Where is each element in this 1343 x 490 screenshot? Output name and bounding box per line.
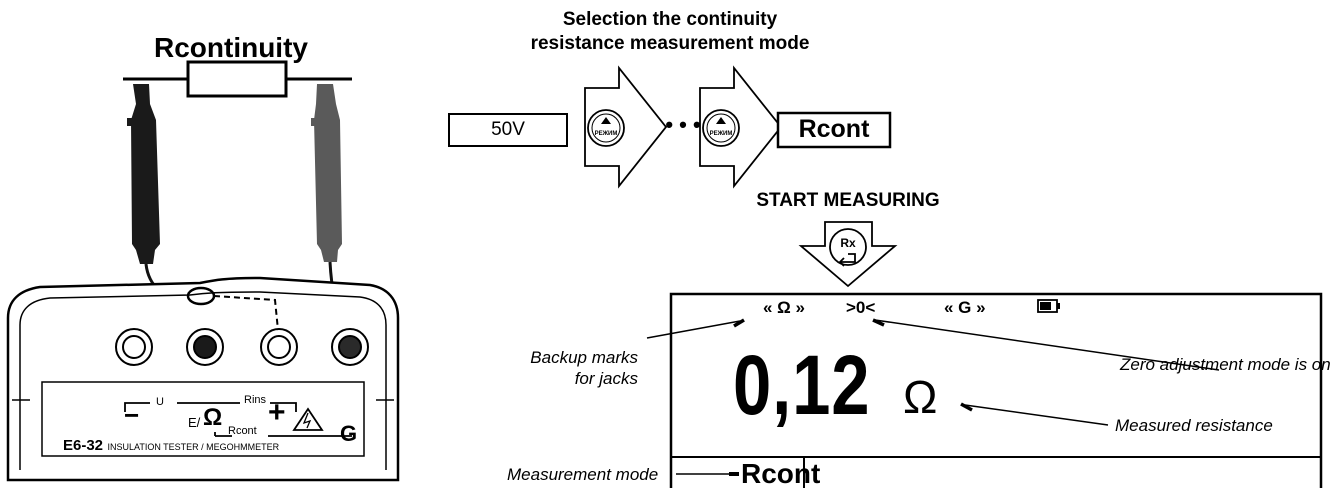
jack-minus: [115, 328, 153, 366]
mode-arrow-1: [584, 65, 668, 189]
device-model-desc: INSULATION TESTER / MEGOHMMETER: [107, 442, 280, 452]
terminal-omega-label: Ω: [203, 404, 223, 431]
callout-backup-marks: Backup marks for jacks: [528, 347, 638, 389]
callout-backup-marks-line1: Backup marks: [530, 348, 638, 367]
selection-title-line2: resistance measurement mode: [530, 33, 810, 54]
callout-leaders: [646, 318, 1220, 476]
mode-button-label-1: РЕЖИМ: [594, 131, 618, 137]
sequence-ellipsis: • • •: [665, 112, 701, 137]
callout-zero-adjustment: Zero adjustment mode is on: [1120, 355, 1331, 374]
terminal-e-label: E/: [188, 415, 201, 430]
resistor-symbol: [186, 60, 288, 98]
mode-button-label-2: РЕЖИМ: [709, 131, 733, 137]
megohmmeter-device: [6, 276, 400, 482]
lcd-reading-unit: Ω: [903, 371, 938, 423]
resistor-label: Rcontinuity: [154, 32, 308, 63]
terminal-plus-label: +: [268, 396, 286, 429]
callout-measurement-mode: Measurement mode: [507, 465, 659, 484]
terminal-rcont-label: Rcont: [228, 425, 257, 437]
device-model-plate: E6-32 INSULATION TESTER / MEGOHMMETER: [63, 437, 279, 455]
start-measuring-label: START MEASURING: [756, 190, 940, 211]
start-arrow: [798, 221, 898, 288]
terminal-g-label: G: [340, 421, 358, 446]
mode-initial-label: 50V: [491, 119, 525, 140]
mode-box-rcont: [776, 111, 892, 149]
jack-plus: [260, 328, 298, 366]
device-model: E6-32: [63, 437, 104, 454]
mode-box-50v: [448, 113, 568, 147]
battery-icon: [1037, 299, 1060, 313]
resistor-circuit: [123, 60, 352, 98]
lcd-mode-label: Rcont: [741, 458, 821, 489]
callout-measured-resistance: Measured resistance: [1115, 416, 1273, 435]
selection-title-line1: Selection the continuity: [562, 9, 778, 30]
jack-e-omega: [186, 328, 224, 366]
rx-button-label: Rx: [840, 236, 856, 250]
jack-g: [331, 328, 369, 366]
terminal-u-label: U: [156, 396, 164, 408]
terminal-minus-label: −: [124, 400, 140, 430]
mode-final-label: Rcont: [798, 115, 870, 143]
terminal-rins-label: Rins: [244, 394, 267, 406]
callout-backup-marks-line2: for jacks: [574, 369, 638, 388]
lcd-mark-zero: >0<: [846, 298, 876, 317]
lcd-reading-value: 0,12: [733, 338, 871, 432]
rx-button-icon: [829, 228, 867, 266]
selection-title: Selection the continuity resistance meas…: [495, 8, 845, 56]
lcd-display: [669, 292, 1323, 488]
lcd-mark-omega: « Ω »: [763, 298, 805, 317]
lcd-mark-g: « G »: [944, 298, 986, 317]
warning-icon: [292, 407, 324, 431]
mode-arrow-2: [699, 65, 783, 189]
